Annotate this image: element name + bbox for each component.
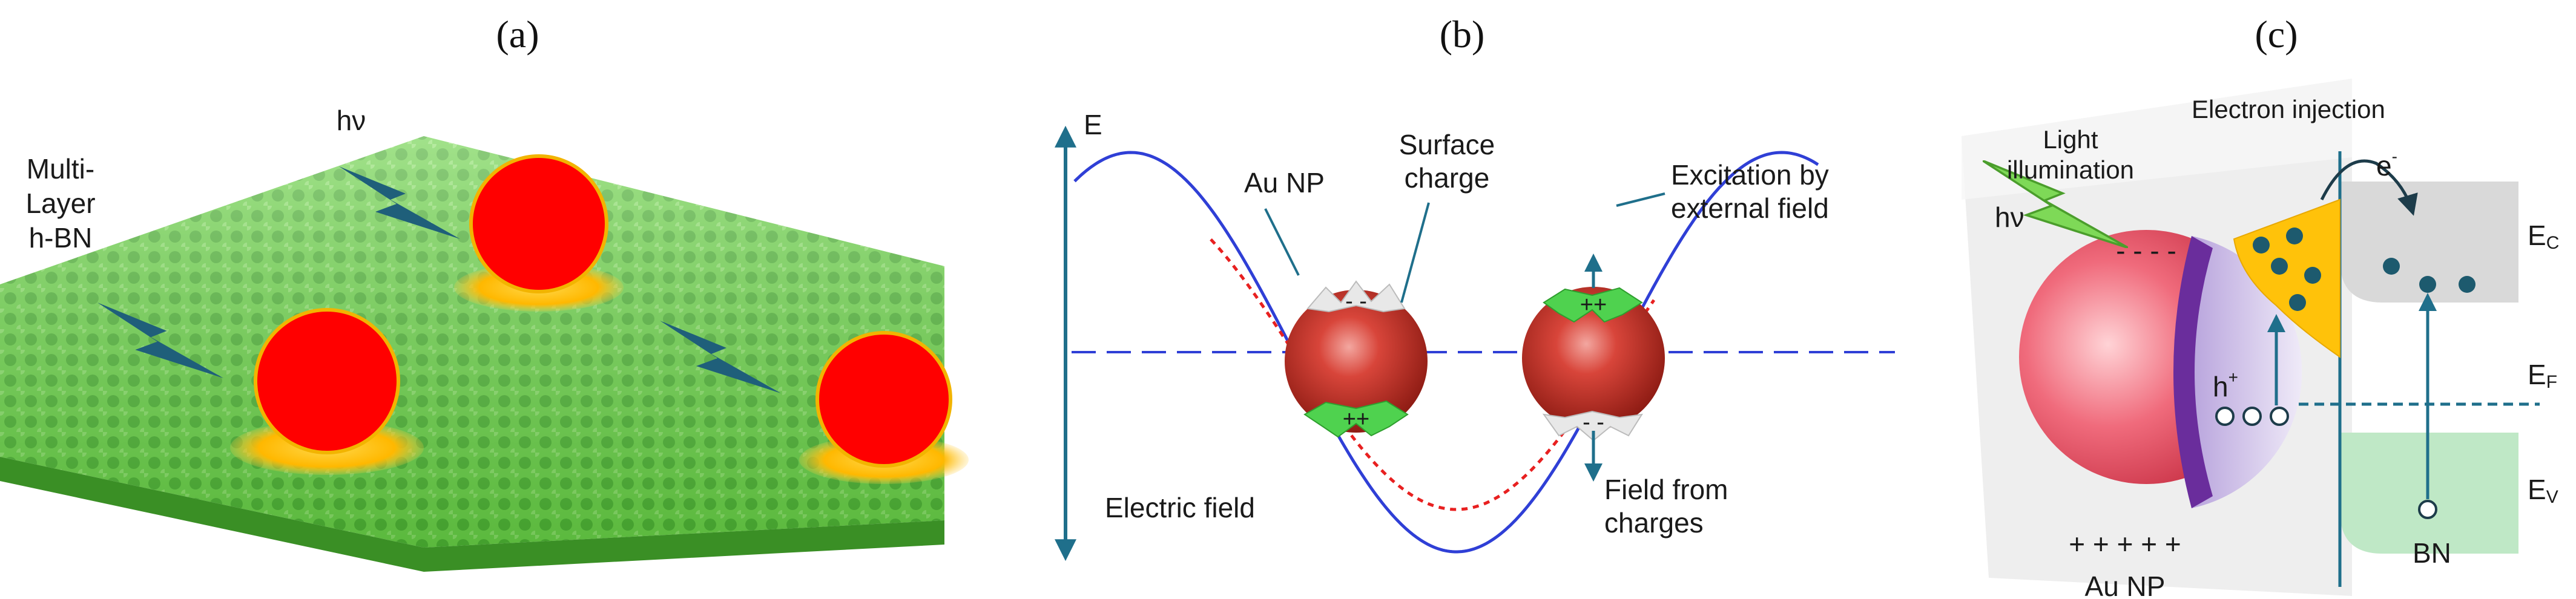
panel-b-label: (b): [1440, 13, 1485, 56]
panel-c: (c): [1962, 13, 2559, 599]
conduction-band: [2340, 182, 2518, 303]
electric-field-label: Electric field: [1105, 492, 1255, 523]
energy-axis-label: E: [1084, 109, 1102, 140]
hbn-sheet: [0, 136, 944, 572]
light-line-2: illumination: [2007, 155, 2134, 184]
charge-plus-left: ++: [1343, 407, 1369, 432]
photon-label-c: hν: [1995, 201, 2024, 233]
surface-charge-pointer: [1400, 202, 1430, 303]
ec-label: EC: [2528, 220, 2559, 253]
au-np-right: ++ - -: [1522, 254, 1665, 482]
panel-a: (a) Multi- Layer h-BN hν: [0, 13, 969, 572]
excitation-line-1: Excitation by: [1671, 159, 1829, 191]
interface-band: [2173, 236, 2213, 508]
minus-row: - - - -: [2116, 235, 2176, 266]
excitation-wave: [1210, 238, 1656, 511]
electron-injection-label: Electron injection: [2192, 95, 2385, 123]
electron-label: e-: [2376, 147, 2397, 182]
nanoparticle-top: [454, 154, 624, 312]
field-from-charges-line-1: Field from: [1604, 474, 1728, 505]
ev-label: EV: [2528, 474, 2558, 507]
surface-charge-line-2: charge: [1405, 162, 1490, 194]
light-line-1: Light: [2043, 125, 2098, 154]
au-np-pointer: [1264, 208, 1300, 276]
electric-field-wave: [1073, 151, 1819, 554]
charge-minus-left: - -: [1345, 289, 1367, 314]
excitation-line-2: external field: [1671, 192, 1829, 224]
hole-label: h+: [2213, 368, 2238, 402]
panel-a-label: (a): [496, 13, 539, 56]
field-from-charges-line-2: charges: [1604, 507, 1704, 538]
au-np-label-c: Au NP: [2085, 571, 2166, 599]
nanoparticle-right: [799, 331, 969, 484]
bn-label: BN: [2413, 537, 2451, 569]
panel-c-label: (c): [2255, 13, 2298, 56]
layer-label-line-2: Layer: [25, 188, 95, 219]
au-np-left: - - ++: [1285, 280, 1428, 438]
ef-label: EF: [2528, 359, 2557, 392]
charge-plus-right: ++: [1580, 292, 1607, 318]
panel-b: (b) E - - ++ ++ - - Au NP: [1055, 13, 1895, 561]
layer-label-line-1: Multi-: [27, 153, 94, 185]
excitation-pointer: [1616, 192, 1665, 207]
photon-label-a: hν: [337, 105, 366, 136]
nanoparticle-left: [230, 308, 424, 475]
surface-charge-line-1: Surface: [1399, 129, 1495, 160]
layer-label-line-3: h-BN: [29, 222, 93, 254]
au-np-label: Au NP: [1244, 167, 1325, 198]
injection-arrow: [2320, 159, 2418, 216]
plus-row: + + + + +: [2069, 528, 2181, 560]
